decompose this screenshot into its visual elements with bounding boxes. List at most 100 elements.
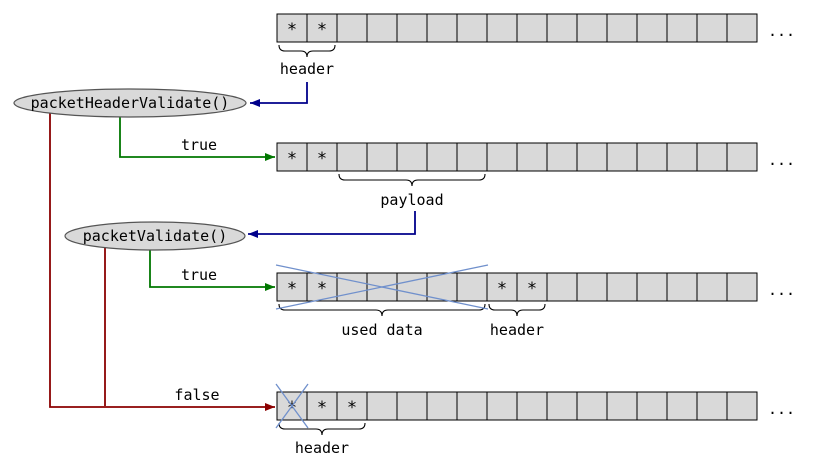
packet-cell: [696, 272, 728, 302]
row1-header-label: header: [280, 60, 334, 78]
packet-header-validate-node: [13, 88, 247, 118]
packet-cell: [576, 142, 608, 172]
packet-cell: [486, 142, 518, 172]
packet-cell: [336, 142, 368, 172]
row4-header-brace: [278, 422, 366, 436]
packet-cell: [636, 13, 668, 43]
false-label: false: [174, 386, 219, 404]
packet-cell: [516, 272, 548, 302]
packet-cell: [666, 142, 698, 172]
edges: [49, 82, 416, 411]
packet-cell: [486, 272, 518, 302]
edge-payload-to-packetvalidate: [248, 211, 416, 238]
cell-marker-star: *: [287, 279, 297, 299]
row3-header-label: header: [490, 321, 544, 339]
cross-out-mark: [275, 264, 489, 310]
packet-cell: [276, 272, 308, 302]
row-4-cells: * * *: [276, 391, 758, 421]
packet-cell: [456, 391, 488, 421]
packet-cell: [606, 142, 638, 172]
packet-cell: [426, 391, 458, 421]
row2-ellipsis: ...: [768, 151, 795, 169]
row3-ellipsis: ...: [768, 281, 795, 299]
row3-used-data-brace: [278, 303, 486, 317]
row1-ellipsis: ...: [768, 22, 795, 40]
packet-cell: [366, 391, 398, 421]
packet-cell: [576, 391, 608, 421]
packet-cell: [546, 391, 578, 421]
cell-marker-star: *: [287, 20, 297, 40]
packet-cell: [426, 13, 458, 43]
packet-cell: [366, 142, 398, 172]
packet-cell: [666, 391, 698, 421]
packet-cell: [396, 391, 428, 421]
packet-cell: [636, 272, 668, 302]
packet-cell: [306, 272, 338, 302]
packet-cell: [516, 13, 548, 43]
cell-marker-star: *: [317, 398, 327, 418]
packet-cell: [726, 272, 758, 302]
packet-cell: [606, 272, 638, 302]
packet-cell: [456, 142, 488, 172]
true-label-1: true: [181, 136, 217, 154]
edge-header-to-packetheadervalidate: [250, 82, 308, 107]
packet-cell: [546, 272, 578, 302]
row-1-cells: **: [276, 13, 758, 43]
packet-cell: [606, 391, 638, 421]
packet-cell: [606, 13, 638, 43]
row3-used-data-label: used data: [341, 321, 422, 339]
packet-cell: [576, 13, 608, 43]
cell-marker-star: *: [287, 149, 297, 169]
packet-cell: [726, 142, 758, 172]
packet-header-validate-label: packetHeaderValidate(): [31, 94, 230, 112]
cell-marker-star: *: [527, 279, 537, 299]
row1-header-brace: [278, 44, 336, 58]
row4-ellipsis: ...: [768, 400, 795, 418]
packet-cell: [486, 13, 518, 43]
packet-cell: [696, 142, 728, 172]
row-2-cells: **: [276, 142, 758, 172]
packet-cell: [546, 13, 578, 43]
text-labels: header payload used data header header t…: [174, 22, 795, 457]
cell-marker-star: *: [287, 398, 297, 418]
cell-marker-star: *: [317, 149, 327, 169]
edge-true-to-row3: [149, 250, 275, 291]
braces: [278, 44, 546, 436]
packet-cell: [576, 272, 608, 302]
cell-marker-star: *: [497, 279, 507, 299]
cross-out-mark: [275, 383, 309, 429]
packet-validate-label: packetValidate(): [83, 227, 228, 245]
packet-cell: [396, 142, 428, 172]
row2-payload-brace: [338, 173, 486, 187]
edge-false-to-row4: [49, 113, 275, 411]
cell-marker-star: *: [347, 398, 357, 418]
row-3-cells: ****: [276, 272, 758, 302]
packet-cell: [546, 142, 578, 172]
packet-cell: [306, 142, 338, 172]
packet-cell: [726, 391, 758, 421]
cross-out-marks: [275, 264, 489, 429]
packet-cell: [726, 13, 758, 43]
packet-cell: [666, 272, 698, 302]
packet-cell: [516, 142, 548, 172]
function-nodes: packetHeaderValidate() packetValidate(): [13, 88, 247, 251]
packet-cell: [426, 272, 458, 302]
packet-cell: [486, 391, 518, 421]
row3-header-brace: [488, 303, 546, 317]
packet-cell: [396, 13, 428, 43]
packet-cell: [336, 272, 368, 302]
cell-marker-star: *: [317, 20, 327, 40]
packet-cell: [516, 391, 548, 421]
edge-true-to-row2: [119, 117, 275, 161]
packet-cell: [666, 13, 698, 43]
packet-cell: [336, 13, 368, 43]
packet-cell: [336, 391, 368, 421]
packet-cell: [456, 272, 488, 302]
packet-cell: [696, 391, 728, 421]
packet-validate-node: [64, 221, 246, 251]
packet-cell: [456, 13, 488, 43]
packet-cell: [696, 13, 728, 43]
packet-cell: [276, 13, 308, 43]
